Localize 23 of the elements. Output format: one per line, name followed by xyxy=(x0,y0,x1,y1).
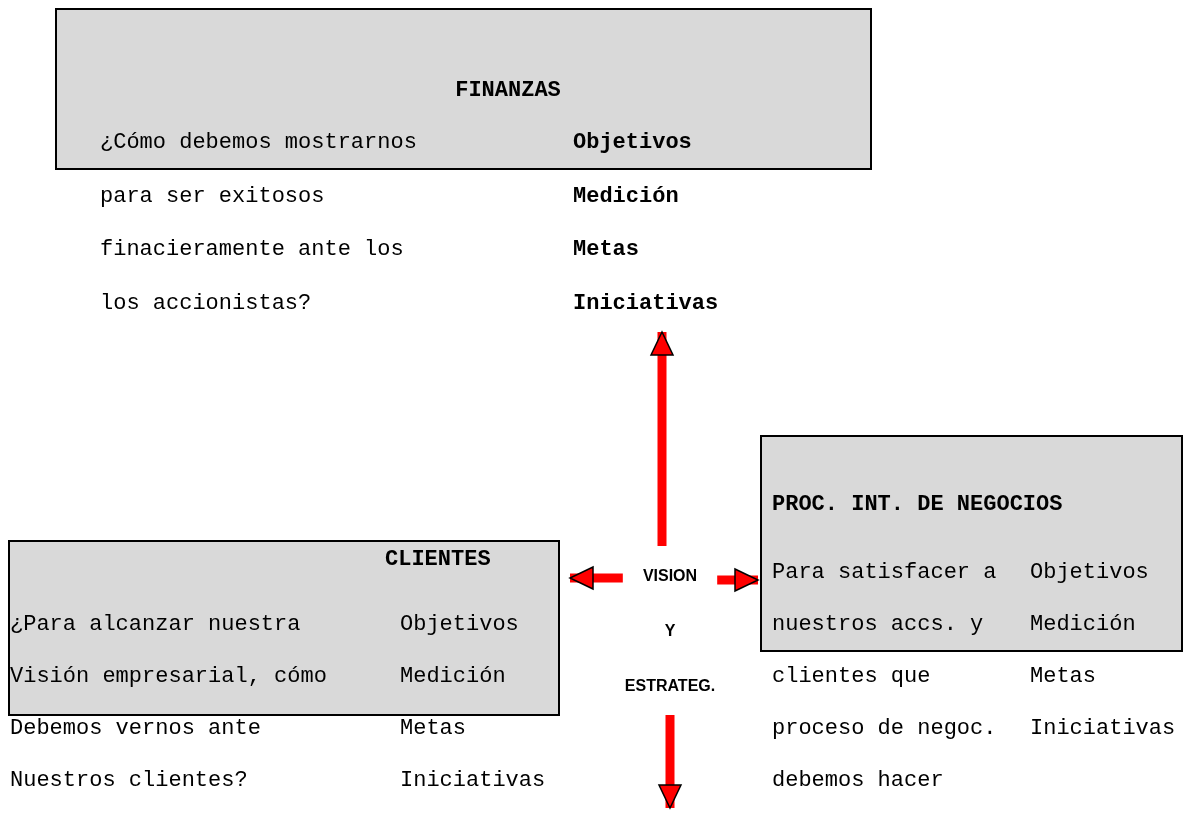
list-item: Iniciativas xyxy=(400,767,546,795)
list-item: Medición xyxy=(1030,611,1136,639)
heading: CLIENTES xyxy=(385,546,491,574)
list-item: Metas xyxy=(1030,663,1096,691)
question-text: ¿Cómo debemos mostrarnos para ser exitosos finacieramente ante los los accionistas? xyxy=(100,129,418,318)
list-item: Iniciativas xyxy=(1030,715,1176,743)
heading: PROC. INT. DE NEGOCIOS xyxy=(772,491,1063,519)
center-text: VISION Y ESTRATEG. xyxy=(624,548,716,713)
list-item: Objetivos xyxy=(1030,559,1149,587)
arrow xyxy=(650,331,674,546)
arrow xyxy=(569,566,623,590)
arrow xyxy=(658,715,682,809)
question-text: Para satisfacer a nuestros accs. y clientes que proceso de negoc. debemos hacer xyxy=(772,559,997,795)
list-item: Metas xyxy=(400,715,466,743)
list-item: Objetivos xyxy=(400,611,519,639)
list-item: Metas xyxy=(573,236,639,264)
heading: FINANZAS xyxy=(455,77,561,105)
arrow xyxy=(717,568,759,592)
list-item: Iniciativas xyxy=(573,289,719,318)
list-item: Medición xyxy=(400,663,506,691)
question-text: ¿Para alcanzar nuestra Visión empresarial, cómo Debemos vernos ante Nuestros clientes? xyxy=(10,611,328,795)
list-item: Medición xyxy=(573,182,679,211)
list-item: Objetivos xyxy=(573,129,692,157)
